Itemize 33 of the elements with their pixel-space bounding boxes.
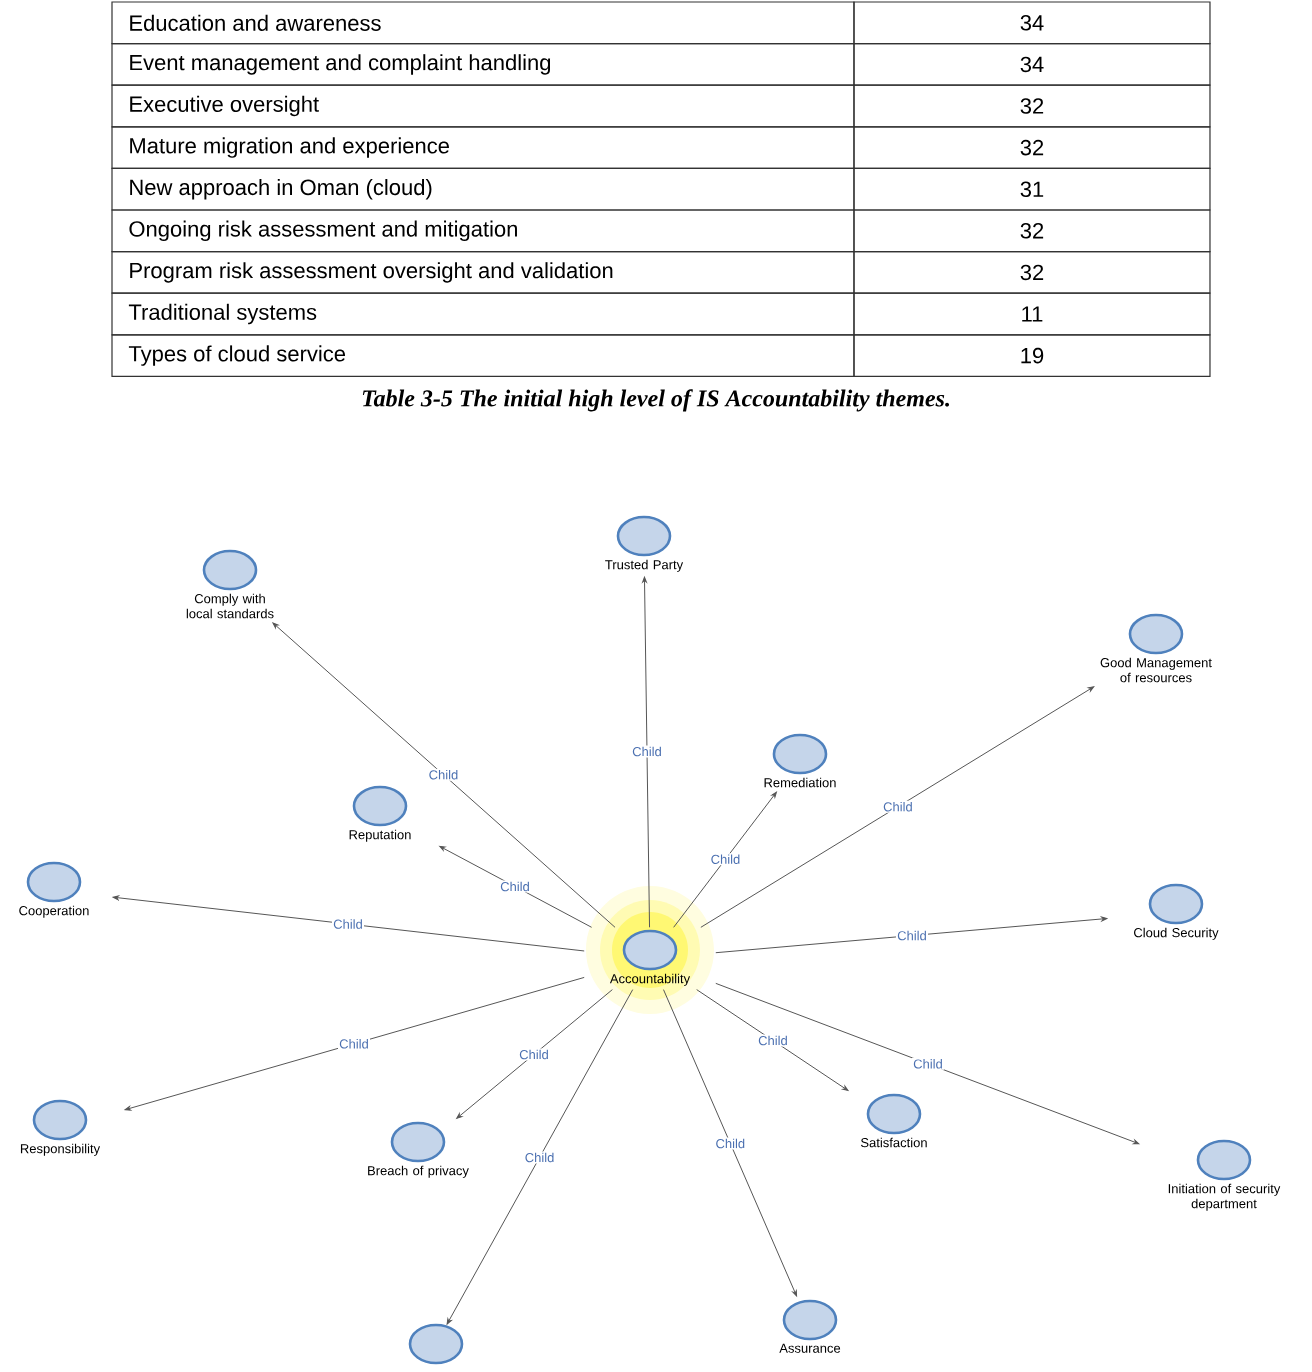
table-cell-text: Ongoing risk assessment and mitigation [129,220,517,242]
table-cell: 31 [853,167,1211,211]
arrow [642,576,651,928]
table-cell-text: New approach in Oman (cloud) [130,178,432,200]
arrow [272,622,616,928]
table-cell: 19 [853,334,1211,378]
table-cell: 32 [853,84,1211,128]
arrow [663,989,798,1297]
arrow [112,895,585,952]
table-cell: 32 [853,209,1211,253]
table-cell: 34 [853,1,1211,45]
arrow [715,982,1140,1145]
table-cell: 34 [853,43,1211,86]
table-cell-text: Traditional systems [128,303,317,325]
arrow [696,989,849,1091]
circle-node [408,1323,464,1365]
arrow [124,976,585,1111]
arrow [446,989,634,1325]
table-cell: 32 [853,251,1211,294]
table-cell-text: Mature migration and experience [130,137,449,158]
arrow [673,791,777,928]
table-caption: Table 3-5 The initial high level of IS Accountability themes. [362,389,949,412]
arrow [439,845,593,928]
table-cell: 11 [853,292,1211,336]
table-cell-text: Event management and complaint handling [130,54,551,75]
table-cell-text: Executive oversight [130,95,319,117]
arrow [700,686,1095,928]
table-cell-text: Education and awareness [130,14,381,31]
arrow [715,916,1108,954]
table-cell: 32 [853,126,1211,169]
table-cell-text: Program risk assessment oversight and validation [130,262,613,283]
arrow [456,989,613,1119]
table-cell-text: Types of cloud service [128,345,346,366]
